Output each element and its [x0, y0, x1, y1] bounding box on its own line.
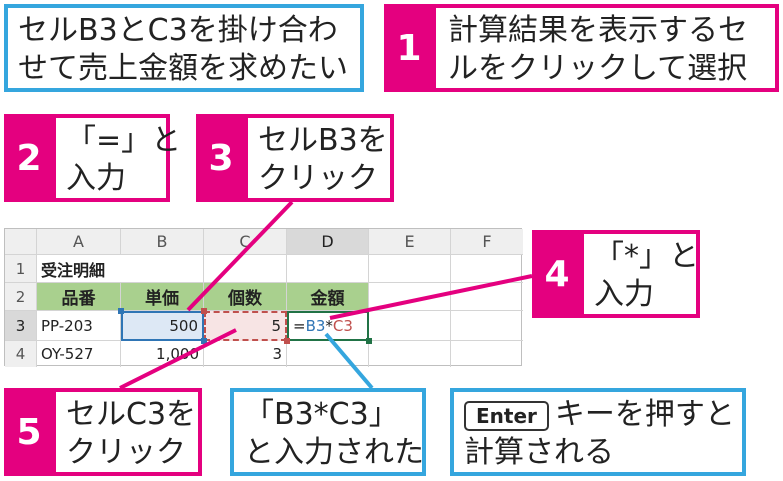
result-note-callout: 「B3*C3」 と入力された — [230, 388, 426, 476]
enter-note-line-1-text: キーを押すと — [554, 397, 735, 432]
corner-cell[interactable] — [5, 229, 37, 255]
step-4-callout: 「*」と 入力 — [580, 230, 700, 318]
cell-d4[interactable] — [287, 341, 369, 367]
step-5-line-1: セルC3を — [66, 397, 197, 432]
enter-key-icon: Enter — [464, 400, 549, 431]
result-note-line-1: 「B3*C3」 — [244, 397, 399, 432]
formula-operator: * — [325, 317, 333, 335]
column-header-f[interactable]: F — [451, 229, 523, 255]
step-5-pointer — [119, 328, 237, 390]
enter-note-line-2: 計算される — [464, 435, 614, 470]
b3-handle-br — [201, 338, 207, 344]
column-header-b[interactable]: B — [121, 229, 204, 255]
cell-d2-header-kingaku[interactable]: 金額 — [287, 283, 369, 311]
formula-ref-b3: B3 — [305, 317, 326, 335]
cell-c1[interactable] — [204, 255, 287, 283]
cell-f1[interactable] — [451, 255, 523, 283]
step-4-pointer — [329, 274, 533, 320]
step-3-number: 3 — [196, 114, 246, 202]
cell-e1[interactable] — [369, 255, 451, 283]
cell-d3-formula[interactable]: =B3*C3 — [287, 311, 369, 341]
cell-a2-header-hinban[interactable]: 品番 — [37, 283, 121, 311]
step-5-number: 5 — [4, 388, 54, 476]
step-5-callout: セルC3を クリック — [52, 388, 202, 476]
step-1-callout: 計算結果を表示するセ ルをクリックして選択 — [432, 4, 779, 92]
c3-handle-br — [284, 338, 290, 344]
row-header-3[interactable]: 3 — [5, 311, 37, 341]
formula-equals: = — [293, 317, 306, 335]
step-2-line-2: 入力 — [66, 161, 126, 196]
goal-callout: セルB3とC3を掛け合わ せて売上金額を求めたい — [4, 4, 364, 92]
goal-line-1: セルB3とC3を掛け合わ — [18, 13, 338, 48]
step-3-callout: セルB3を クリック — [244, 114, 394, 202]
row-header-1[interactable]: 1 — [5, 255, 37, 283]
step-5-line-2: クリック — [66, 435, 186, 470]
cell-a3[interactable]: PP-203 — [37, 311, 121, 341]
goal-line-2: せて売上金額を求めたい — [18, 51, 348, 86]
step-2-callout: 「=」と 入力 — [52, 114, 181, 202]
step-1-number: 1 — [384, 4, 434, 92]
cell-f2[interactable] — [451, 283, 523, 311]
cell-b3-referenced[interactable]: 500 — [121, 311, 204, 341]
cell-d1[interactable] — [287, 255, 369, 283]
step-1-line-2: ルをクリックして選択 — [448, 51, 748, 86]
step-4-line-2: 入力 — [594, 277, 654, 312]
d3-fill-handle[interactable] — [366, 338, 372, 344]
step-1-line-1: 計算結果を表示するセ — [448, 13, 748, 48]
column-header-a[interactable]: A — [37, 229, 121, 255]
column-header-e[interactable]: E — [369, 229, 451, 255]
cell-e2[interactable] — [369, 283, 451, 311]
cell-a1[interactable]: 受注明細 — [37, 255, 121, 283]
cell-b1[interactable] — [121, 255, 204, 283]
c3-handle-tl — [201, 308, 207, 314]
cell-e4[interactable] — [369, 341, 451, 367]
row-header-2[interactable]: 2 — [5, 283, 37, 311]
cell-b4[interactable]: 1,000 — [121, 341, 204, 367]
step-3-line-1: セルB3を — [258, 123, 388, 158]
row-header-4[interactable]: 4 — [5, 341, 37, 367]
result-note-line-2: と入力された — [244, 435, 424, 470]
step-3-pointer — [186, 200, 294, 312]
step-2-number: 2 — [4, 114, 54, 202]
cell-f3[interactable] — [451, 311, 523, 341]
cell-c2-header-kosu[interactable]: 個数 — [204, 283, 287, 311]
cell-e3[interactable] — [369, 311, 451, 341]
formula-ref-c3: C3 — [332, 317, 353, 335]
step-3-line-2: クリック — [258, 161, 378, 196]
result-note-pointer — [324, 332, 374, 390]
b3-handle-tl — [118, 308, 124, 314]
cell-c4[interactable]: 3 — [204, 341, 287, 367]
column-header-d[interactable]: D — [287, 229, 369, 255]
cell-c3-referenced[interactable]: 5 — [204, 311, 287, 341]
cell-a4[interactable]: OY-527 — [37, 341, 121, 367]
step-4-line-1: 「*」と — [594, 239, 699, 274]
step-4-number: 4 — [532, 230, 582, 318]
